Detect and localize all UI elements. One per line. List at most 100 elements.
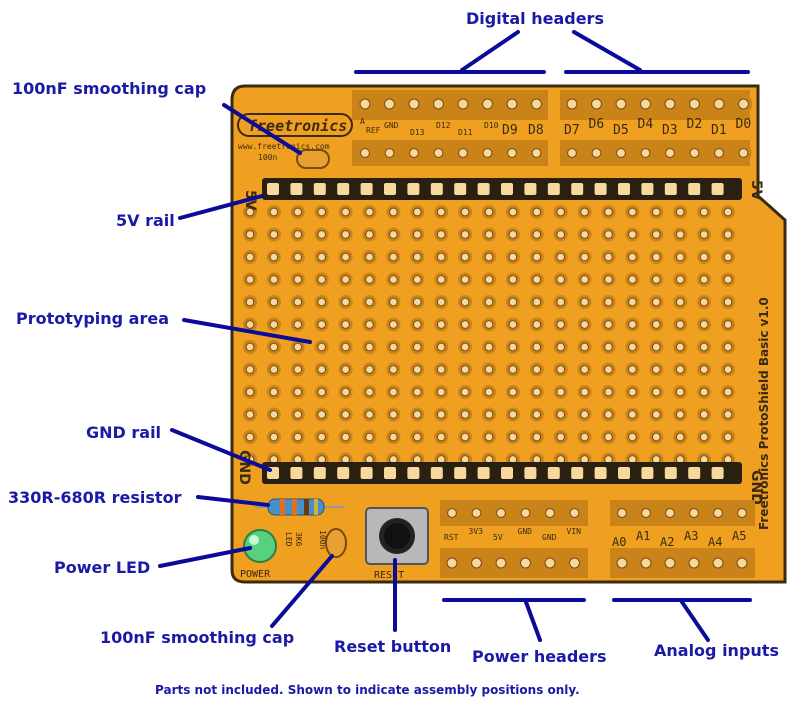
proto-hole (266, 430, 281, 444)
proto-hole (601, 430, 616, 444)
rail-gnd-pad (524, 467, 537, 479)
rail-gnd-pad (711, 467, 724, 479)
power-pin-label: RST (444, 533, 459, 542)
proto-hole (482, 317, 496, 332)
proto-hole (649, 250, 664, 264)
proto-hole (505, 340, 520, 354)
logo-url: www.freetronics.com (238, 142, 330, 151)
label-power-headers: Power headers (472, 647, 607, 666)
proto-hole (529, 250, 544, 264)
proto-hole (314, 362, 329, 377)
proto-hole (338, 295, 353, 309)
proto-hole (553, 385, 568, 399)
proto-hole (553, 430, 568, 444)
proto-hole (577, 407, 592, 422)
analog-pin-bottom (613, 554, 631, 572)
proto-hole (625, 407, 640, 422)
digital-pin-top (710, 95, 728, 113)
digital-pin-label: D7 (564, 123, 580, 138)
proto-hole (266, 317, 281, 332)
power-pin-top (542, 505, 558, 521)
proto-hole (386, 250, 401, 264)
analog-pin-top (734, 505, 750, 521)
proto-hole (649, 317, 664, 332)
prototyping-grid (243, 205, 735, 467)
board-side-text: Freetronics ProtoShield Basic v1.0 (757, 297, 771, 530)
proto-hole (386, 407, 401, 422)
proto-hole (482, 385, 496, 399)
resistor (255, 498, 345, 516)
label-reset-button: Reset button (334, 637, 451, 656)
proto-hole (434, 407, 449, 422)
proto-hole (338, 205, 353, 219)
proto-hole (386, 385, 401, 399)
proto-hole (482, 295, 496, 309)
proto-hole (673, 407, 688, 422)
digital-pin-label-small: A (360, 117, 365, 126)
analog-pin-top (710, 505, 726, 521)
proto-hole (266, 250, 281, 264)
analog-pin-label: A3 (684, 529, 698, 543)
proto-hole (697, 250, 712, 264)
proto-hole (482, 205, 496, 219)
digital-pin-top (563, 95, 581, 113)
digital-pin-top (661, 95, 679, 113)
proto-hole (673, 317, 688, 332)
annotation-lines (158, 30, 752, 642)
proto-hole (673, 205, 688, 219)
proto-hole (721, 295, 735, 309)
proto-hole (362, 250, 377, 264)
proto-hole (505, 362, 520, 377)
proto-hole (290, 250, 305, 264)
reset-label: RESET (374, 570, 404, 581)
proto-hole (434, 317, 449, 332)
proto-hole (290, 272, 305, 287)
proto-hole (314, 317, 329, 332)
power-pin-top (468, 505, 485, 521)
proto-hole (338, 385, 353, 399)
proto-hole (482, 250, 496, 264)
digital-pin-top (405, 95, 423, 113)
proto-hole (577, 272, 592, 287)
proto-hole (362, 227, 377, 242)
proto-hole (673, 295, 688, 309)
power-pin-bottom (516, 554, 535, 572)
proto-hole (386, 295, 401, 309)
power-pin-top (566, 505, 583, 521)
power-pin-top (517, 505, 534, 521)
proto-hole (577, 295, 592, 309)
digital-pin-bottom (735, 145, 752, 161)
analog-header (610, 500, 755, 578)
proto-hole (505, 385, 520, 399)
proto-hole (625, 227, 640, 242)
proto-hole (314, 227, 329, 242)
digital-pin-top (527, 95, 546, 113)
digital-pin-label: D5 (613, 123, 629, 138)
proto-hole (434, 227, 449, 242)
proto-hole (434, 340, 449, 354)
proto-hole (410, 205, 425, 219)
proto-hole (314, 340, 329, 354)
proto-hole (458, 227, 473, 242)
digital-pin-bottom (381, 145, 398, 161)
proto-hole (553, 295, 568, 309)
digital-pin-top (612, 95, 630, 113)
digital-pin-label: D6 (589, 117, 605, 132)
proto-hole (529, 430, 544, 444)
label-resistor: 330R-680R resistor (8, 488, 182, 507)
proto-hole (553, 205, 568, 219)
proto-hole (673, 385, 688, 399)
analog-pin-label: A4 (708, 535, 722, 549)
proto-hole (553, 362, 568, 377)
digital-pin-bottom (357, 145, 373, 161)
rail-5v-pad (501, 183, 513, 195)
rail-gnd-pad (688, 467, 701, 479)
proto-hole (697, 340, 712, 354)
proto-hole (434, 362, 449, 377)
proto-hole (386, 362, 401, 377)
rail-5v-pad (267, 183, 279, 195)
proto-hole (410, 407, 425, 422)
proto-hole (721, 385, 735, 399)
rail-5v-pad (571, 183, 584, 195)
